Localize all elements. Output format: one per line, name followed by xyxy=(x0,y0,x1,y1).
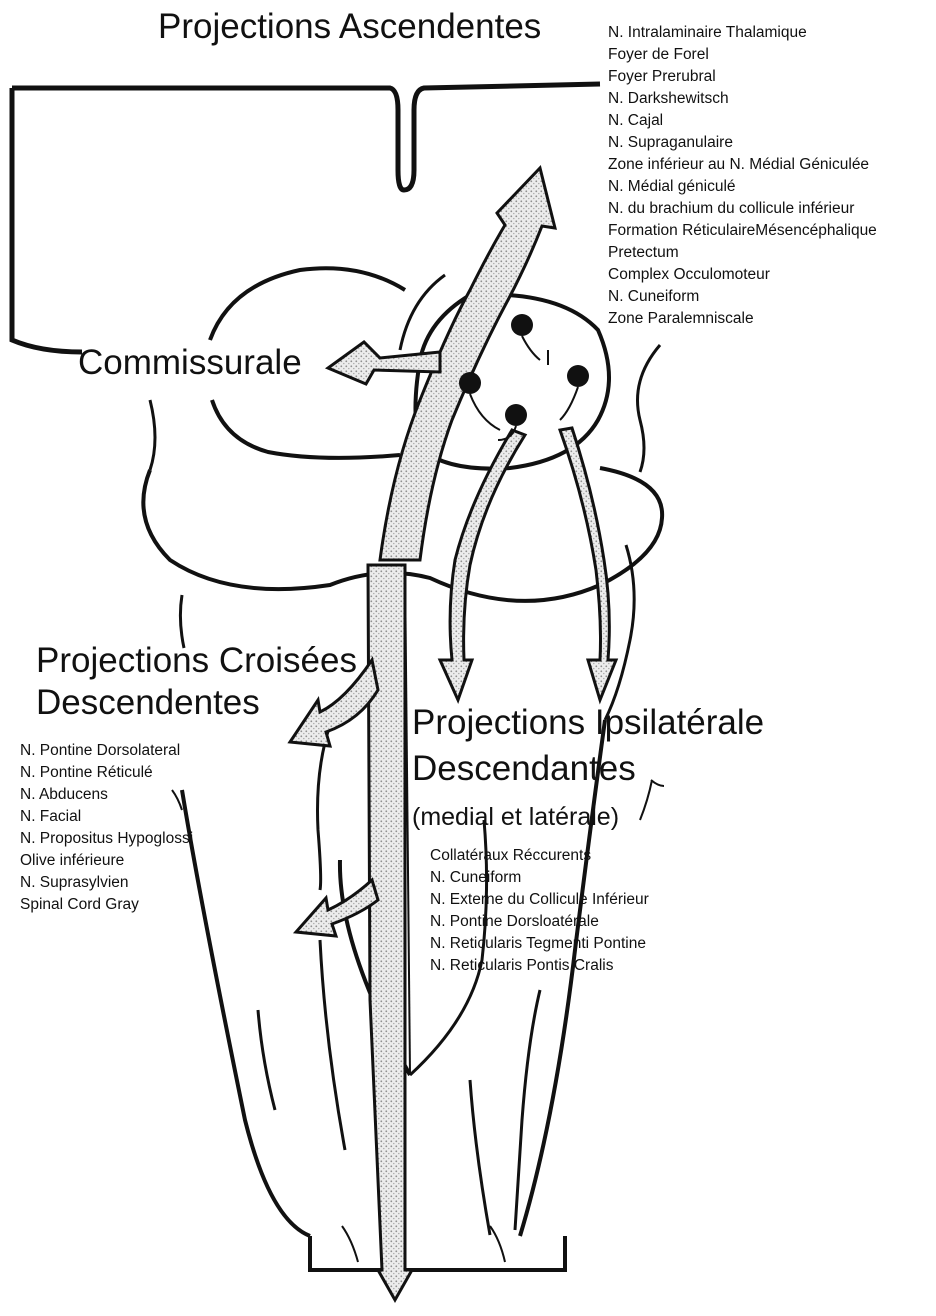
ipsilateral-target: N. Cuneiform xyxy=(430,867,649,889)
ipsilateral-medial-arrow xyxy=(440,430,525,700)
ascending-target: Complex Occulomoteur xyxy=(608,264,877,286)
cell-body-4 xyxy=(505,404,527,426)
thalamus-top-line xyxy=(12,84,600,190)
ascending-target: N. Intralaminaire Thalamique xyxy=(608,22,877,44)
cell-body-1 xyxy=(511,314,533,336)
crossed-target: N. Suprasylvien xyxy=(20,872,193,894)
ascending-target: Zone inférieur au N. Médial Géniculée xyxy=(608,154,877,176)
cell-processes xyxy=(470,336,578,440)
ascending-target: Pretectum xyxy=(608,242,877,264)
ascending-targets-list: N. Intralaminaire Thalamique Foyer de Fo… xyxy=(608,22,877,330)
right-rootlet xyxy=(490,1226,505,1262)
ascending-target: Zone Paralemniscale xyxy=(608,308,877,330)
thalamus-outline xyxy=(12,88,82,352)
ipsilateral-projections-title-line2: Descendantes xyxy=(412,748,636,790)
crossed-projections-title-line2: Descendentes xyxy=(36,682,260,724)
ipsilateral-target: N. Externe du Collicule Inférieur xyxy=(430,889,649,911)
medulla-right-edge xyxy=(515,990,540,1230)
medulla-left-lower xyxy=(258,1010,275,1110)
ipsilateral-target: N. Reticularis Pontis Cralis xyxy=(430,955,649,977)
ascending-target: N. du brachium du collicule inférieur xyxy=(608,198,877,220)
ipsilateral-target: N. Reticularis Tegmenti Pontine xyxy=(430,933,649,955)
ascending-target: N. Supraganulaire xyxy=(608,132,877,154)
ascending-target: Foyer Prerubral xyxy=(608,66,877,88)
crossed-projections-title-line1: Projections Croisées xyxy=(36,640,357,682)
crossed-target: N. Pontine Dorsolateral xyxy=(20,740,193,762)
crossed-lower-arrow xyxy=(296,880,378,936)
medulla-left-edge xyxy=(318,725,331,890)
medulla-right-inner xyxy=(470,1080,490,1235)
crossed-targets-list: N. Pontine Dorsolateral N. Pontine Rétic… xyxy=(20,740,193,916)
spinal-cord-base xyxy=(310,1236,565,1270)
ipsilateral-targets-list: Collatéraux Réccurents N. Cuneiform N. E… xyxy=(430,845,649,977)
ascending-target: N. Darkshewitsch xyxy=(608,88,877,110)
medulla-outer-left xyxy=(182,790,310,1236)
ascending-target: Formation RéticulaireMésencéphalique xyxy=(608,220,877,242)
crossed-target: Spinal Cord Gray xyxy=(20,894,193,916)
crossed-target: N. Propositus Hypoglossi xyxy=(20,828,193,850)
medulla-left-inner xyxy=(320,940,345,1150)
crossed-target: N. Facial xyxy=(20,806,193,828)
left-rootlet xyxy=(342,1226,358,1262)
ascending-target: N. Médial géniculé xyxy=(608,176,877,198)
crossed-target: N. Pontine Réticulé xyxy=(20,762,193,784)
left-colliculus-lower xyxy=(212,400,400,458)
ascending-target: N. Cuneiform xyxy=(608,286,877,308)
midbrain-left-edge xyxy=(400,275,445,350)
ipsilateral-subtitle: (medial et latérale) xyxy=(412,802,619,832)
medulla-outer-right xyxy=(520,720,605,1236)
cell-body-2 xyxy=(459,372,481,394)
ipsi-leader-line xyxy=(640,780,664,820)
crossed-target: N. Abducens xyxy=(20,784,193,806)
ipsilateral-target: N. Pontine Dorsloatérale xyxy=(430,911,649,933)
crossed-target: Olive inférieure xyxy=(20,850,193,872)
ipsilateral-target: Collatéraux Réccurents xyxy=(430,845,649,867)
cell-body-3 xyxy=(567,365,589,387)
commissural-label: Commissurale xyxy=(78,342,302,384)
midbrain-left-side xyxy=(150,400,155,470)
left-colliculus-outline xyxy=(210,268,405,340)
ascending-projections-title: Projections Ascendentes xyxy=(158,6,541,48)
ascending-target: N. Cajal xyxy=(608,110,877,132)
ascending-target: Foyer de Forel xyxy=(608,44,877,66)
ipsilateral-projections-title-line1: Projections Ipsilatérale xyxy=(412,702,764,744)
midbrain-right-edge xyxy=(638,345,661,472)
